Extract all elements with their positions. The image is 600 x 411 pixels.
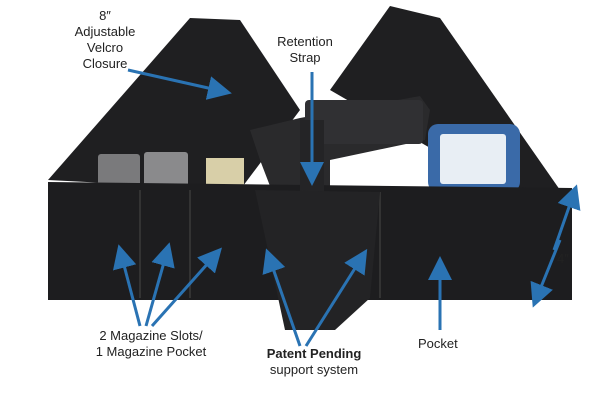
velcro-size: 8″ [99, 8, 111, 23]
phone-screen [440, 134, 506, 184]
arrow-mag-3 [150, 247, 222, 327]
velcro-line-2: Adjustable [74, 24, 136, 39]
retention-line-2: Strap [289, 50, 321, 65]
magazine-2 [144, 152, 188, 190]
arrow-patent-1 [262, 248, 302, 347]
pocket-label: Pocket [418, 336, 458, 351]
patent-pending-text: Patent Pending [266, 346, 362, 361]
magazine-slots-label: 2 Magazine Slots/ 1 Magazine Pocket [86, 328, 216, 360]
height-label: 4″ [557, 251, 569, 266]
support-system-text: support system [269, 362, 359, 377]
magazine-1 [98, 154, 140, 190]
holster-pouch [255, 190, 380, 330]
left-velcro-wing [48, 18, 300, 190]
velcro-line-4: Closure [82, 56, 128, 71]
velcro-line-3: Velcro [86, 40, 124, 55]
arrow-height-up [552, 184, 581, 251]
arrow-velcro [127, 68, 232, 100]
arrow-height-down [530, 239, 562, 308]
magazines-line-1: 2 Magazine Slots/ [99, 328, 203, 343]
gun-slide [305, 100, 423, 144]
magazines-line-2: 1 Magazine Pocket [95, 344, 207, 359]
retention-line-1: Retention [277, 34, 333, 49]
arrow-mag-1 [112, 244, 142, 327]
arrow-mag-2 [144, 242, 175, 327]
patent-label: Patent Pending support system [261, 346, 367, 378]
velcro-closure-label: 8″ Adjustable Velcro Closure [50, 8, 160, 72]
retention-strap-label: Retention Strap [265, 34, 345, 66]
arrow-patent-2 [304, 248, 368, 347]
